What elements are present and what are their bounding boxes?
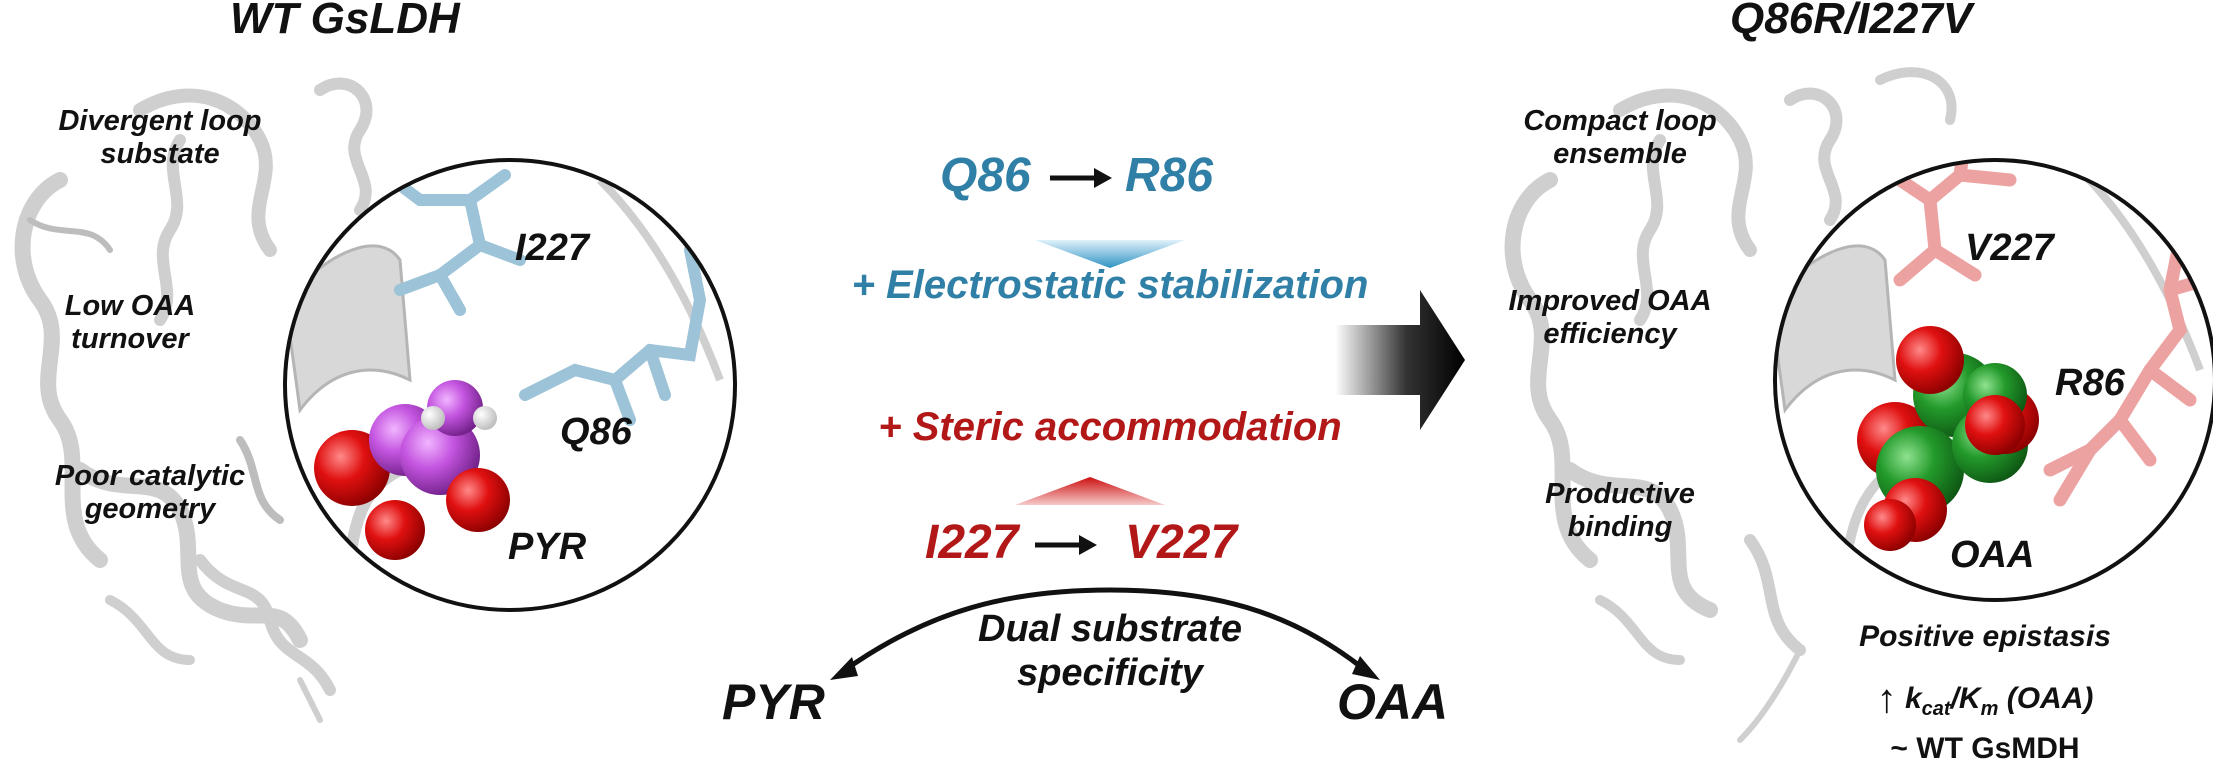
epistasis-suffix: (OAA) — [1998, 682, 2094, 715]
wt-feature-loop-line1: Divergent loop — [58, 105, 262, 137]
wt-feature-turnover: Low OAA turnover — [30, 290, 230, 357]
mutant-feature-binding-line1: Productive — [1545, 478, 1695, 510]
epistasis-slash: / — [1950, 682, 1959, 715]
mutation1-to: R86 — [1125, 149, 1214, 202]
blue-pointer-triangle — [1035, 240, 1185, 268]
mutant-helix — [1775, 244, 1897, 414]
specificity-left-substrate: PYR — [722, 674, 825, 730]
mutant-oaa-molecule — [1857, 326, 2039, 551]
epistasis-m: m — [1980, 698, 1999, 720]
epistasis-k: k — [1904, 682, 1922, 715]
mutant-feature-efficiency-line1: Improved OAA — [1508, 285, 1712, 317]
up-arrow-icon: ↑ — [1876, 677, 1897, 721]
mutant-feature-loop-line1: Compact loop — [1523, 105, 1717, 137]
mutant-panel-title: Q86R/I227V — [1730, 0, 1973, 43]
wt-feature-loop: Divergent loop substate — [40, 105, 280, 172]
wt-residue-q86-label: Q86 — [560, 411, 632, 453]
specificity-arrowhead-right — [1352, 656, 1380, 680]
mutation2-effect: + Steric accommodation — [878, 405, 1342, 449]
wt-i227-residue-sticks — [374, 164, 526, 316]
mutation2-to: V227 — [1125, 516, 1238, 569]
wt-feature-loop-line2: substate — [100, 138, 220, 171]
mutant-protein-ribbon — [1504, 67, 1957, 743]
mutant-residue-r86-label: R86 — [2055, 362, 2125, 404]
epistasis-comparison: ~ WT GsMDH — [1890, 732, 2080, 765]
wt-pyr-molecule — [314, 380, 510, 560]
mutant-feature-loop-line2: ensemble — [1553, 138, 1687, 171]
wt-substrate-label: PYR — [508, 526, 587, 568]
wt-feature-turnover-line1: Low OAA — [64, 290, 196, 322]
mutant-residue-v227-label: V227 — [1965, 227, 2054, 269]
mutation1-arrow — [1050, 168, 1112, 188]
red-pointer-triangle — [1015, 477, 1165, 505]
wt-feature-turnover-line2: turnover — [71, 323, 189, 356]
transition-arrow — [1335, 290, 1465, 430]
mutant-feature-binding-line2: binding — [1567, 511, 1673, 544]
mutant-substrate-label: OAA — [1950, 534, 2035, 576]
specificity-label: Dual substrate specificity — [880, 608, 1340, 695]
epistasis-K: K — [1958, 682, 1981, 715]
mutation2-arrow — [1035, 535, 1097, 555]
epistasis-kinetics: ↑ kcat/Km (OAA) — [1800, 676, 2170, 722]
wt-panel-title: WT GsLDH — [230, 0, 460, 43]
mutant-feature-efficiency: Improved OAA efficiency — [1475, 285, 1745, 352]
mutation1-effect: + Electrostatic stabilization — [851, 263, 1369, 307]
wt-feature-geometry: Poor catalytic geometry — [30, 460, 270, 527]
specificity-line1: Dual substrate — [978, 608, 1242, 650]
wt-feature-geometry-line2: geometry — [84, 493, 216, 526]
epistasis-title: Positive epistasis — [1859, 620, 2111, 653]
specificity-arrowhead-left — [830, 657, 858, 680]
mutation2-from: I227 — [925, 516, 1019, 569]
specificity-line2: specificity — [1017, 651, 1203, 694]
mutant-v227-residue-sticks — [1878, 160, 2017, 287]
mutant-feature-efficiency-line2: efficiency — [1543, 318, 1677, 351]
specificity-arc — [843, 587, 1367, 673]
wt-residue-i227-label: I227 — [515, 227, 589, 269]
wt-feature-geometry-line1: Poor catalytic — [54, 460, 246, 492]
mutant-zoom-circle — [1773, 158, 2213, 602]
wt-helix — [285, 244, 412, 414]
mutant-feature-binding: Productive binding — [1520, 478, 1720, 545]
mutant-feature-loop: Compact loop ensemble — [1515, 105, 1725, 172]
epistasis-cat: cat — [1921, 698, 1951, 720]
wt-zoom-circle — [283, 158, 737, 612]
specificity-right-substrate: OAA — [1337, 674, 1449, 730]
mutation1-from: Q86 — [940, 149, 1031, 202]
wt-protein-ribbon — [14, 77, 373, 723]
